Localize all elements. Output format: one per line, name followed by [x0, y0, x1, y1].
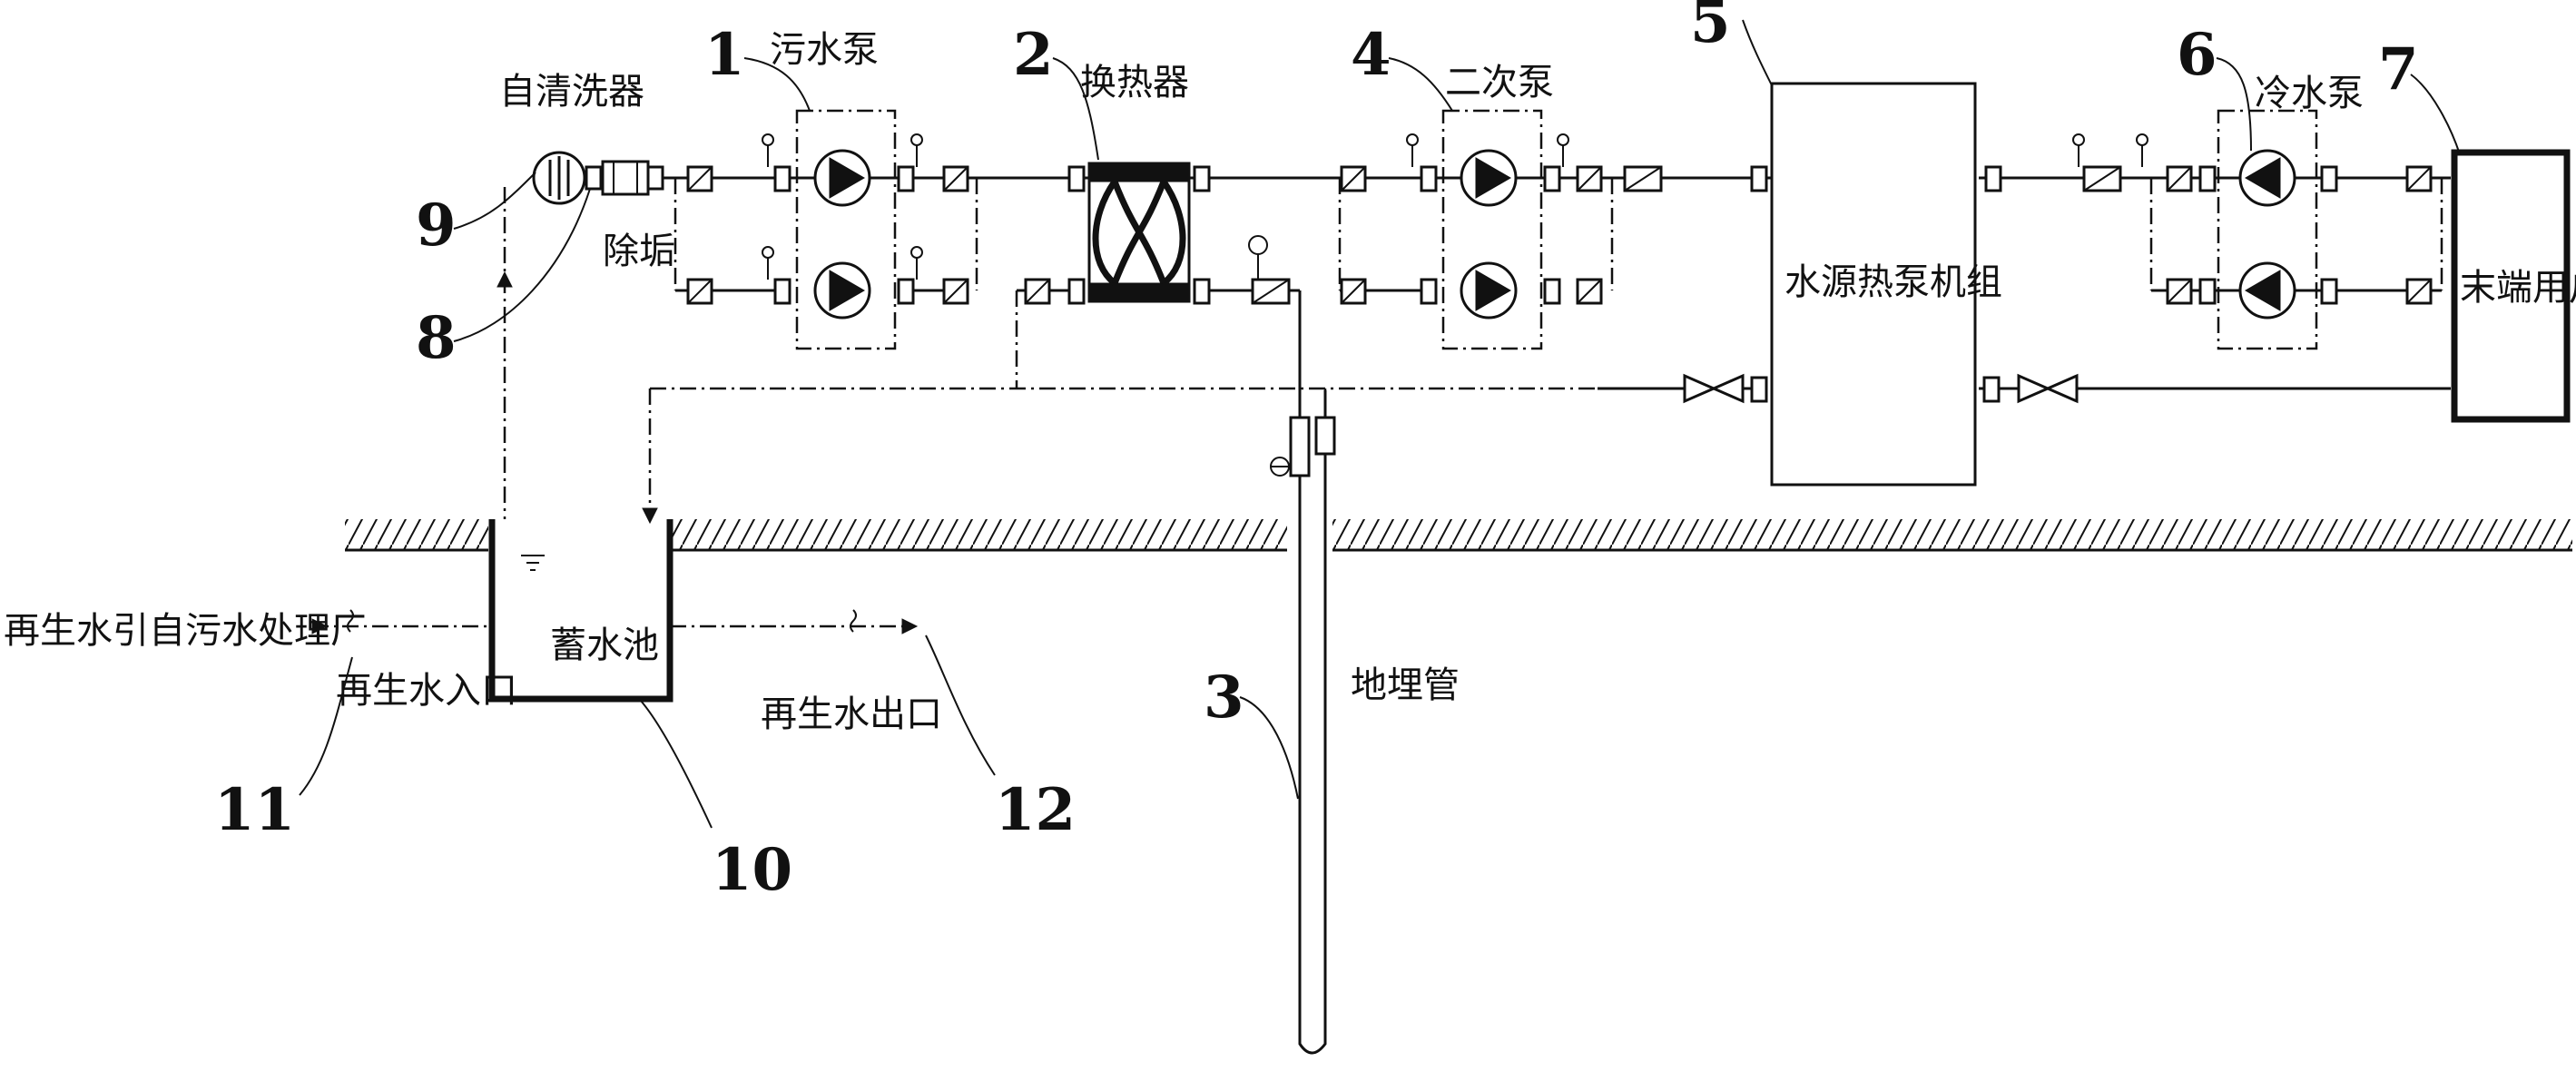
label-pool: 蓄水池 — [550, 625, 659, 666]
label-heat-exchanger: 换热器 — [1080, 62, 1189, 103]
label-reclaimed-inlet: 再生水入口 — [336, 670, 517, 712]
label-cold-water-pump: 冷水泵 — [2255, 73, 2364, 114]
callout-12: 12 — [995, 776, 1076, 844]
callout-11: 11 — [214, 776, 295, 844]
leader-lines — [299, 19, 2461, 829]
self-cleaner-filter — [532, 151, 603, 205]
buried-pipe — [1270, 290, 1336, 1055]
reclaimed-outlet-pipe — [670, 609, 919, 634]
callout-9: 9 — [416, 192, 457, 260]
storage-pool — [488, 519, 673, 703]
end-user-box — [2451, 149, 2571, 423]
return-pipe — [497, 187, 2451, 525]
sewage-pump-group — [673, 109, 978, 350]
water-source-heat-pump-unit — [1770, 82, 1977, 487]
ground-line — [345, 516, 2572, 554]
gauge-marks — [762, 133, 2148, 280]
cold-water-pump-group — [1984, 109, 2443, 350]
callout-7: 7 — [2378, 35, 2419, 103]
secondary-pump-group — [1338, 109, 1768, 350]
callout-6: 6 — [2177, 21, 2217, 89]
callout-3: 3 — [1204, 664, 1244, 732]
label-secondary-pump: 二次泵 — [1445, 62, 1554, 103]
label-reclaimed-source: 再生水引自污水处理厂 — [4, 610, 367, 652]
callout-1: 1 — [704, 21, 745, 89]
heat-exchanger — [1017, 162, 1300, 305]
callout-2: 2 — [1013, 21, 1054, 89]
label-end-user: 末端用户 — [2460, 267, 2576, 309]
callout-4: 4 — [1351, 21, 1391, 89]
label-reclaimed-outlet: 再生水出口 — [761, 693, 942, 735]
label-self-cleaner: 自清洗器 — [499, 71, 644, 113]
label-descaling: 除垢 — [603, 231, 675, 272]
descaler-device — [601, 160, 664, 196]
callout-5: 5 — [1690, 0, 1731, 56]
callout-10: 10 — [712, 836, 792, 904]
label-heat-pump-unit: 水源热泵机组 — [1785, 261, 2002, 303]
label-sewage-pump: 污水泵 — [770, 29, 879, 71]
callout-8: 8 — [416, 304, 457, 372]
label-buried-pipe: 地埋管 — [1351, 664, 1460, 706]
reclaimed-inlet-pipe — [311, 609, 492, 634]
